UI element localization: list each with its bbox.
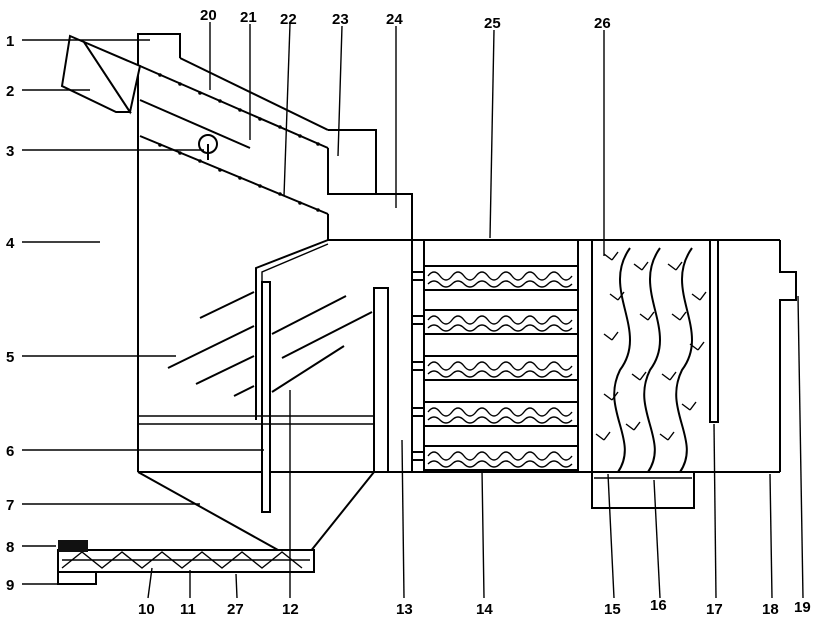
label-16: 16 (650, 597, 667, 614)
tray-2 (423, 309, 579, 335)
tray-5 (423, 445, 579, 471)
label-14: 14 (476, 601, 493, 618)
label-8: 8 (6, 539, 14, 556)
label-9: 9 (6, 577, 14, 594)
label-11: 11 (180, 601, 196, 618)
label-26: 26 (594, 15, 611, 32)
label-22: 22 (280, 11, 297, 28)
fiber-brushes (595, 247, 707, 473)
screen-perforations (158, 73, 320, 212)
aeration-base (591, 471, 695, 509)
label-23: 23 (332, 11, 349, 28)
pump (198, 134, 218, 160)
label-6: 6 (6, 443, 14, 460)
label-18: 18 (762, 601, 779, 618)
label-5: 5 (6, 349, 14, 366)
tray-connectors (411, 271, 425, 461)
tray-4 (423, 401, 579, 427)
label-10: 10 (138, 601, 155, 618)
label-20: 20 (200, 7, 217, 24)
feed-pipe (60, 34, 142, 115)
label-2: 2 (6, 83, 14, 100)
main-tank (137, 33, 797, 473)
label-15: 15 (604, 601, 621, 618)
inclined-plates (167, 291, 373, 397)
sludge-hopper (137, 471, 375, 553)
label-4: 4 (6, 235, 15, 252)
tray-1 (423, 265, 579, 291)
outlet-baffle (709, 239, 719, 423)
label-27: 27 (227, 601, 244, 618)
tray-3 (423, 355, 579, 381)
carrier-trays (411, 265, 579, 471)
label-7: 7 (6, 497, 14, 514)
label-19: 19 (794, 599, 811, 616)
label-21: 21 (240, 9, 257, 26)
screw-conveyor (57, 540, 315, 585)
label-1: 1 (6, 33, 14, 50)
part-labels: 1 2 3 4 5 6 7 8 9 10 11 27 12 13 14 15 1… (6, 7, 811, 618)
overflow-weir (373, 287, 389, 473)
label-3: 3 (6, 143, 14, 160)
label-17: 17 (706, 601, 723, 618)
leader-lines (22, 22, 804, 599)
inclined-screen (139, 57, 413, 420)
draft-tube (261, 281, 271, 513)
label-12: 12 (282, 601, 299, 618)
label-13: 13 (396, 601, 413, 618)
label-25: 25 (484, 15, 501, 32)
label-24: 24 (386, 11, 403, 28)
